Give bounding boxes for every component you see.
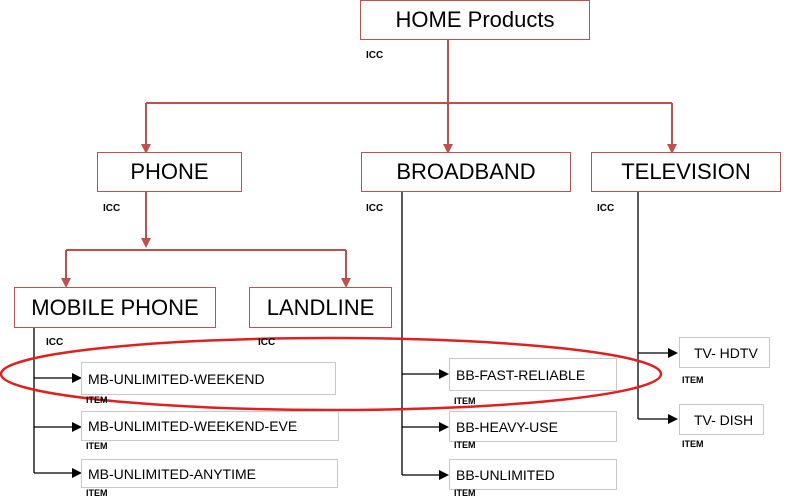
node-broadband-tag: ICC (366, 203, 384, 214)
item-bb-unlimited: BB-UNLIMITED (449, 459, 617, 490)
node-phone-label: PHONE (130, 159, 209, 184)
item-tag: ITEM (682, 375, 704, 385)
node-broadband-label: BROADBAND (396, 159, 536, 184)
item-tag: ITEM (454, 396, 476, 406)
item-bb-heavy-use: BB-HEAVY-USE (449, 411, 617, 442)
node-television-tag: ICC (597, 203, 615, 214)
item-mb-unlimited-anytime: MB-UNLIMITED-ANYTIME (81, 459, 338, 488)
item-tag: ITEM (86, 488, 108, 498)
item-tag: ITEM (682, 439, 704, 449)
node-landline-tag: ICC (258, 337, 276, 348)
item-tag: ITEM (454, 440, 476, 450)
node-television-label: TELEVISION (621, 159, 751, 184)
item-label: TV- DISH (694, 411, 754, 428)
item-label: BB-HEAVY-USE (456, 418, 558, 435)
item-label: BB-UNLIMITED (456, 466, 555, 483)
item-label: MB-UNLIMITED-WEEKEND (88, 370, 265, 387)
item-label: MB-UNLIMITED-WEEKEND-EVE (88, 418, 298, 434)
node-landline-label: LANDLINE (266, 294, 375, 320)
node-landline: LANDLINE (249, 287, 392, 328)
item-tag: ITEM (86, 441, 108, 451)
node-home-label: HOME Products (395, 7, 555, 32)
highlight-ellipse (0, 336, 663, 412)
node-phone-tag: ICC (103, 203, 121, 214)
item-tv-dish: TV- DISH (679, 404, 764, 435)
node-home-tag: ICC (366, 50, 384, 61)
item-label: TV- HDTV (694, 344, 758, 361)
item-label: BB-FAST-RELIABLE (456, 366, 586, 383)
item-tv-hdtv: TV- HDTV (679, 337, 770, 368)
item-tag: ITEM (86, 395, 108, 405)
item-bb-fast-reliable: BB-FAST-RELIABLE (449, 358, 617, 391)
node-home-products: HOME Products (360, 0, 590, 40)
node-broadband: BROADBAND (361, 152, 571, 192)
item-mb-unlimited-weekend-eve: MB-UNLIMITED-WEEKEND-EVE (81, 411, 339, 441)
node-television: TELEVISION (591, 152, 781, 192)
node-phone: PHONE (97, 152, 242, 192)
node-mobile-phone-label: MOBILE PHONE (31, 294, 199, 320)
node-mobile-phone: MOBILE PHONE (14, 287, 216, 328)
item-label: MB-UNLIMITED-ANYTIME (88, 465, 256, 482)
node-mobile-phone-tag: ICC (46, 337, 64, 348)
item-mb-unlimited-weekend: MB-UNLIMITED-WEEKEND (81, 362, 336, 395)
item-tag: ITEM (454, 488, 476, 498)
